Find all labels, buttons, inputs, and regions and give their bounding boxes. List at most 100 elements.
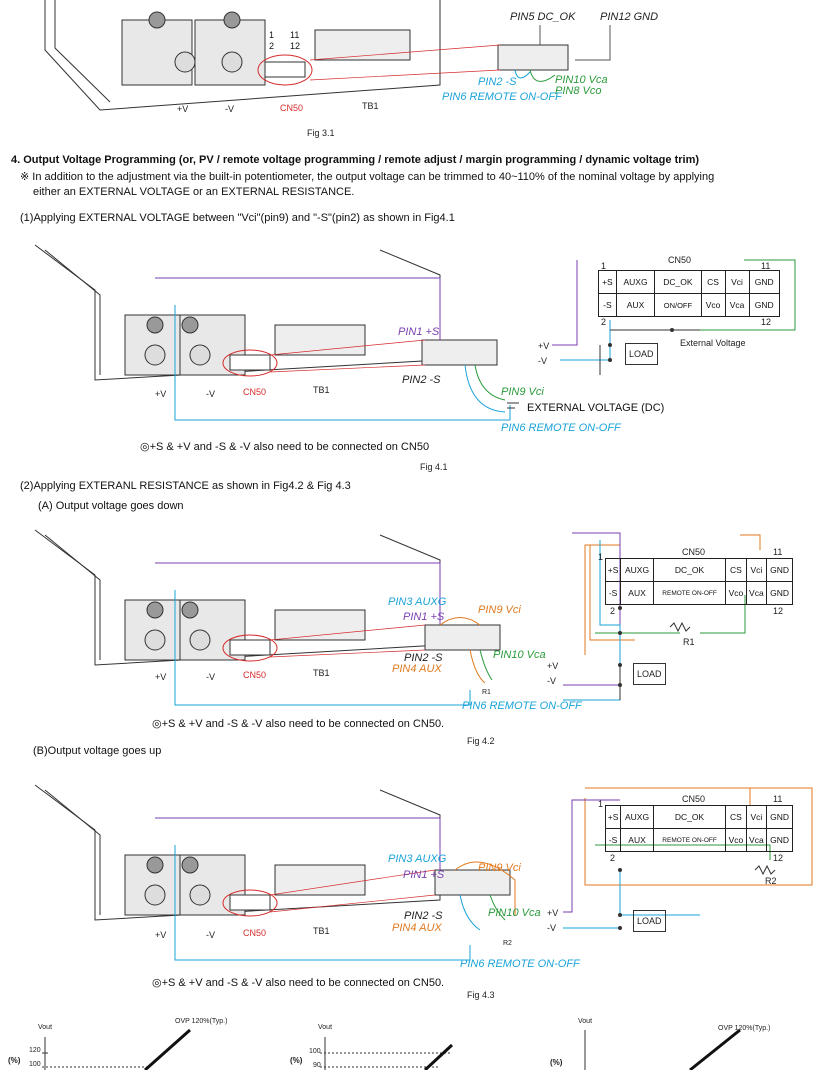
fig41-schem-n12: 12 (761, 317, 772, 327)
fig41-cell-r1c1: +S (598, 270, 617, 294)
fig42-plus-v: +V (155, 672, 167, 682)
fig31-pin2-label: PIN2 -S (478, 76, 517, 88)
fig41-schem-load: LOAD (625, 343, 658, 365)
fig41-cn50: CN50 (243, 387, 267, 397)
fig42-schem-n2: 2 (610, 606, 616, 616)
fig43-cell-r2c2: AUX (620, 828, 654, 852)
fig43-minus-v: -V (206, 930, 215, 940)
fig31-pin10-label: PIN10 Vca (555, 74, 608, 86)
fig42-pin6-label: PIN6 REMOTE ON-OFF (462, 700, 582, 712)
fig41-minus-v: -V (206, 389, 215, 399)
fig41-cell-r1c5: Vci (724, 270, 750, 294)
fig43-pin4-label: PIN4 AUX (392, 922, 442, 934)
fig43-schem-title: CN50 (682, 794, 706, 804)
fig42-minus-v: -V (206, 672, 215, 682)
fig42-r1: R1 (482, 689, 491, 696)
section4-note-line1: ※ In addition to the adjustment via the … (20, 171, 715, 183)
fig43-pin3-label: PIN3 AUXG (388, 853, 447, 865)
fig43-pin2-label: PIN2 -S (404, 910, 443, 922)
fig43-cell-r1c4: CS (725, 805, 747, 829)
fig42-note: ◎+S & +V and -S & -V also need to be con… (152, 718, 445, 730)
graphs-drawing (42, 1028, 741, 1070)
fig42-schem-load: LOAD (633, 663, 666, 685)
fig42-cell-r2c4: Vco (725, 581, 747, 605)
fig41-pin1-label: PIN1 +S (398, 326, 440, 338)
fig43-pin9-label: PIN9 Vci (478, 862, 521, 874)
fig42-drawing (34, 529, 761, 706)
fig41-schem-mv: -V (538, 356, 547, 366)
itemA-text: (A) Output voltage goes down (38, 500, 184, 512)
fig43-cell-r1c6: GND (766, 805, 793, 829)
fig31-pin8-label: PIN8 Vco (555, 85, 602, 97)
fig42-cell-r2c1: -S (604, 581, 622, 605)
g1-t120: 120 (29, 1047, 41, 1054)
fig41-cell-r2c2: AUX (615, 293, 656, 317)
fig43-pin1-label: PIN1 +S (403, 869, 445, 881)
fig42-cell-r1c6: GND (766, 558, 793, 582)
fig43-cn50: CN50 (243, 928, 267, 938)
fig41-schem-ext: External Voltage (680, 338, 746, 348)
fig41-pin9-label: PIN9 Vci (501, 386, 544, 398)
fig41-cell-r1c4: CS (700, 270, 726, 294)
fig43-cell-r2c3: REMOTE ON-OFF (652, 828, 727, 852)
g3-vout: Vout (578, 1018, 593, 1025)
fig43-schem-n2: 2 (610, 853, 616, 863)
fig42-cell-r1c2: AUXG (620, 558, 654, 582)
fig43-plus-v: +V (155, 930, 167, 940)
g2-vout: Vout (318, 1024, 333, 1031)
fig43-cell-r2c4: Vco (725, 828, 747, 852)
fig41-schem-pv: +V (538, 341, 550, 351)
fig41-cell-r1c3: DC_OK (654, 270, 702, 294)
fig42-schem-title: CN50 (682, 547, 706, 557)
section4-heading: 4. Output Voltage Programming (or, PV / … (11, 154, 700, 166)
fig43-r2: R2 (503, 940, 512, 947)
fig42-schem-mv: -V (547, 676, 556, 686)
fig43-schem-pv: +V (547, 908, 559, 918)
fig41-pin6-label: PIN6 REMOTE ON-OFF (501, 422, 621, 434)
fig41-plus-v: +V (155, 389, 167, 399)
fig43-pin6-label: PIN6 REMOTE ON-OFF (460, 958, 580, 970)
fig43-cell-r1c3: DC_OK (652, 805, 727, 829)
fig43-schem-n1: 1 (598, 799, 604, 809)
fig41-cell-r2c6: GND (748, 293, 780, 317)
fig41-drawing (34, 244, 796, 421)
fig41-cell-r2c3: ON/OFF (654, 293, 702, 317)
g2-t90: 90 (313, 1062, 321, 1069)
fig42-cn50: CN50 (243, 670, 267, 680)
fig42-schem-n1: 1 (598, 552, 604, 562)
fig43-cell-r2c5: Vca (745, 828, 768, 852)
fig42-pin4-label: PIN4 AUX (392, 663, 442, 675)
fig31-minus-v: -V (225, 104, 234, 114)
fig41-tb1: TB1 (313, 385, 330, 395)
fig42-pin3-label: PIN3 AUXG (388, 596, 447, 608)
g1-t100: 100 (29, 1061, 41, 1068)
itemB-text: (B)Output voltage goes up (33, 745, 162, 757)
g1-pct: (%) (8, 1056, 21, 1065)
fig43-pin10-label: PIN10 Vca (488, 907, 541, 919)
fig41-cell-r2c5: Vca (724, 293, 750, 317)
section4-item1: (1)Applying EXTERNAL VOLTAGE between "Vc… (20, 212, 455, 224)
section4-note-line2: either an EXTERNAL VOLTAGE or an EXTERNA… (33, 186, 355, 198)
fig43-cell-r2c6: GND (766, 828, 793, 852)
fig42-cell-r1c3: DC_OK (652, 558, 727, 582)
fig42-tb1: TB1 (313, 668, 330, 678)
fig42-caption: Fig 4.2 (467, 736, 495, 746)
fig43-schem-n12: 12 (773, 853, 784, 863)
fig31-plus-v: +V (177, 104, 189, 114)
fig41-cell-r2c1: -S (598, 293, 617, 317)
fig43-cell-r1c1: +S (604, 805, 622, 829)
fig42-schem-n12: 12 (773, 606, 784, 616)
fig43-caption: Fig 4.3 (467, 990, 495, 1000)
fig31-cn50: CN50 (280, 103, 304, 113)
fig43-schem-r2: R2 (765, 876, 777, 886)
fig43-tb1: TB1 (313, 926, 330, 936)
g3-ovp: OVP 120%(Typ.) (718, 1025, 771, 1032)
fig41-cell-r1c2: AUXG (615, 270, 656, 294)
fig42-pin2-label: PIN2 -S (404, 652, 443, 664)
fig31-n1: 1 (269, 30, 275, 40)
fig31-tb1: TB1 (362, 101, 379, 111)
fig42-cell-r2c3: REMOTE ON-OFF (652, 581, 727, 605)
fig42-cn50-table: +S AUXG DC_OK CS Vci GND -S AUX REMOTE O… (604, 558, 793, 605)
fig42-schem-n11: 11 (773, 547, 783, 557)
fig43-cn50-table: +S AUXG DC_OK CS Vci GND -S AUX REMOTE O… (604, 805, 793, 852)
